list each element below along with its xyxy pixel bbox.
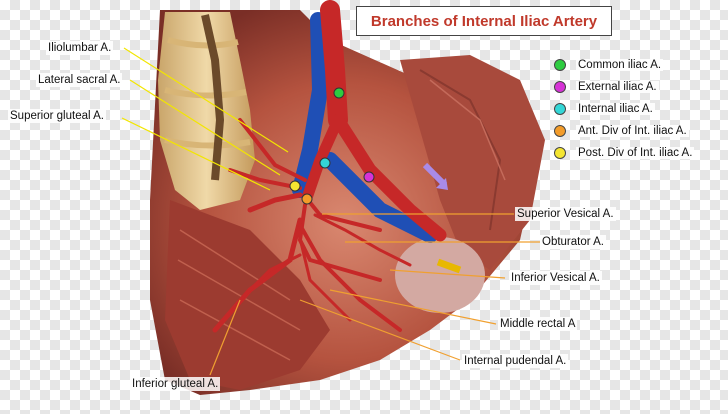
label-inferior-gluteal: Inferior gluteal A. [130, 377, 221, 391]
label-superior-gluteal: Superior gluteal A. [8, 109, 106, 123]
label-lateral-sacral: Lateral sacral A. [36, 73, 123, 87]
title-box: Branches of Internal Iliac Artery [356, 6, 612, 36]
legend-dot [554, 81, 566, 93]
yellow-arrow [436, 258, 462, 274]
label-internal-pudendal: Internal pudendal A. [462, 354, 569, 368]
vein-common-iliac [292, 12, 329, 198]
legend-item: External iliac A. [554, 76, 724, 98]
artery-external-iliac [331, 113, 447, 242]
legend-label: External iliac A. [576, 81, 659, 93]
artery-branches [212, 118, 412, 333]
spinal-canal [201, 14, 225, 181]
label-iliolumbar: Iliolumbar A. [46, 41, 114, 55]
legend-dot [554, 125, 566, 137]
dot-internal-iliac [319, 157, 331, 169]
legend-item: Common iliac A. [554, 54, 724, 76]
label-middle-rectal: Middle rectal A [498, 317, 578, 331]
artery-internal-iliac [302, 114, 344, 201]
purple-arrow [422, 162, 448, 188]
sacrum-bone [158, 12, 255, 210]
legend-label: Post. Div of Int. iliac A. [576, 147, 695, 159]
legend-dot [554, 103, 566, 115]
label-obturator: Obturator A. [540, 235, 607, 249]
label-inferior-vesical: Inferior Vesical A. [509, 271, 602, 285]
leader-lines [121, 47, 540, 376]
dot-anterior-division [301, 193, 313, 205]
legend-label: Ant. Div of Int. iliac A. [576, 125, 689, 137]
legend-dot [554, 147, 566, 159]
dot-common-iliac [333, 87, 345, 99]
dot-external-iliac [363, 171, 375, 183]
label-superior-vesical: Superior Vesical A. [515, 207, 616, 221]
legend: Common iliac A. External iliac A. Intern… [554, 54, 724, 164]
aorta [320, 0, 348, 130]
legend-item: Post. Div of Int. iliac A. [554, 142, 724, 164]
vertebral-discs [164, 37, 251, 149]
legend-dot [554, 59, 566, 71]
legend-label: Internal iliac A. [576, 103, 655, 115]
legend-item: Ant. Div of Int. iliac A. [554, 120, 724, 142]
diagram-title: Branches of Internal Iliac Artery [370, 12, 598, 30]
legend-label: Common iliac A. [576, 59, 664, 71]
pelvic-wall-muscle [400, 55, 545, 270]
legend-item: Internal iliac A. [554, 98, 724, 120]
dot-posterior-division [289, 180, 301, 192]
vein-external-iliac [322, 152, 438, 243]
bladder [395, 237, 485, 313]
